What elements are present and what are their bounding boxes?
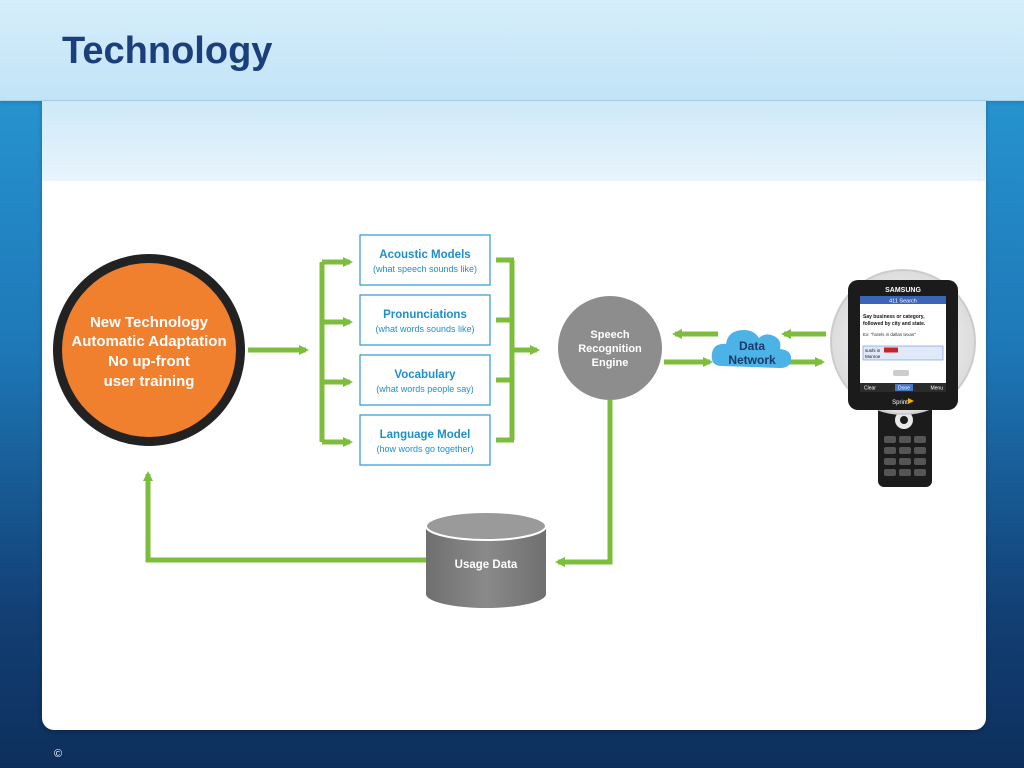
box-title: Acoustic Models	[379, 249, 470, 261]
model-box-language: Language Model (how words go together)	[359, 414, 491, 466]
engine-line-3: Engine	[592, 357, 629, 369]
slide-title: Technology	[62, 30, 273, 72]
phone-brand: SAMSUNG	[885, 287, 921, 294]
box-subtitle: (what words people say)	[376, 384, 474, 394]
carrier-logo-icon	[908, 398, 914, 404]
phone-soft-left: Clear	[864, 386, 876, 392]
box-title: Vocabulary	[394, 369, 456, 381]
phone-screen-text-2: followed by city and state.	[863, 321, 926, 327]
phone-soft-mid: Done	[898, 386, 910, 392]
phone-screen-text-1: Say business or category,	[863, 314, 925, 320]
arrows	[143, 257, 826, 567]
phone-result-2: Monroe	[865, 354, 881, 359]
phone-screen	[860, 296, 946, 392]
circle-line-4: user training	[104, 373, 195, 390]
box-subtitle: (what speech sounds like)	[373, 264, 477, 274]
data-network-cloud: Data Network	[711, 330, 792, 368]
engine-line-1: Speech	[590, 329, 629, 341]
title-bar: Technology	[0, 0, 1024, 101]
engine-line-2: Recognition	[578, 343, 642, 355]
arrow-engine-to-usage	[555, 400, 613, 567]
copyright-mark: ©	[54, 748, 63, 760]
usage-data-label: Usage Data	[455, 559, 518, 571]
arrow-usage-to-circle	[143, 471, 428, 563]
usage-data-database: Usage Data	[425, 511, 547, 608]
phone-carrier: Sprint	[892, 400, 908, 406]
phone-illustration: SAMSUNG 411 Search Say business or categ…	[830, 269, 976, 487]
circle-line-2: Automatic Adaptation	[71, 333, 226, 350]
network-line-2: Network	[728, 353, 776, 367]
network-line-1: Data	[739, 339, 765, 353]
box-subtitle: (how words go together)	[376, 444, 473, 454]
model-box-pronunciations: Pronunciations (what words sounds like)	[359, 294, 491, 346]
circle-line-3: No up-front	[108, 353, 190, 370]
phone-screen-header: 411 Search	[889, 299, 917, 305]
phone-soft-right: Menu	[930, 386, 943, 392]
box-title: Pronunciations	[383, 309, 467, 321]
panel-header-band	[42, 101, 986, 181]
speech-engine-node: Speech Recognition Engine	[558, 296, 662, 400]
box-title: Language Model	[380, 429, 471, 441]
model-box-vocabulary: Vocabulary (what words people say)	[359, 354, 491, 406]
circle-line-1: New Technology	[90, 314, 209, 331]
model-box-acoustic: Acoustic Models (what speech sounds like…	[359, 234, 491, 286]
box-subtitle: (what words sounds like)	[375, 324, 474, 334]
new-technology-node: New Technology Automatic Adaptation No u…	[53, 254, 245, 446]
phone-result-1: sushi in	[865, 348, 881, 353]
phone-screen-text-3: Ex: "hotels in dallas texas"	[863, 332, 916, 337]
